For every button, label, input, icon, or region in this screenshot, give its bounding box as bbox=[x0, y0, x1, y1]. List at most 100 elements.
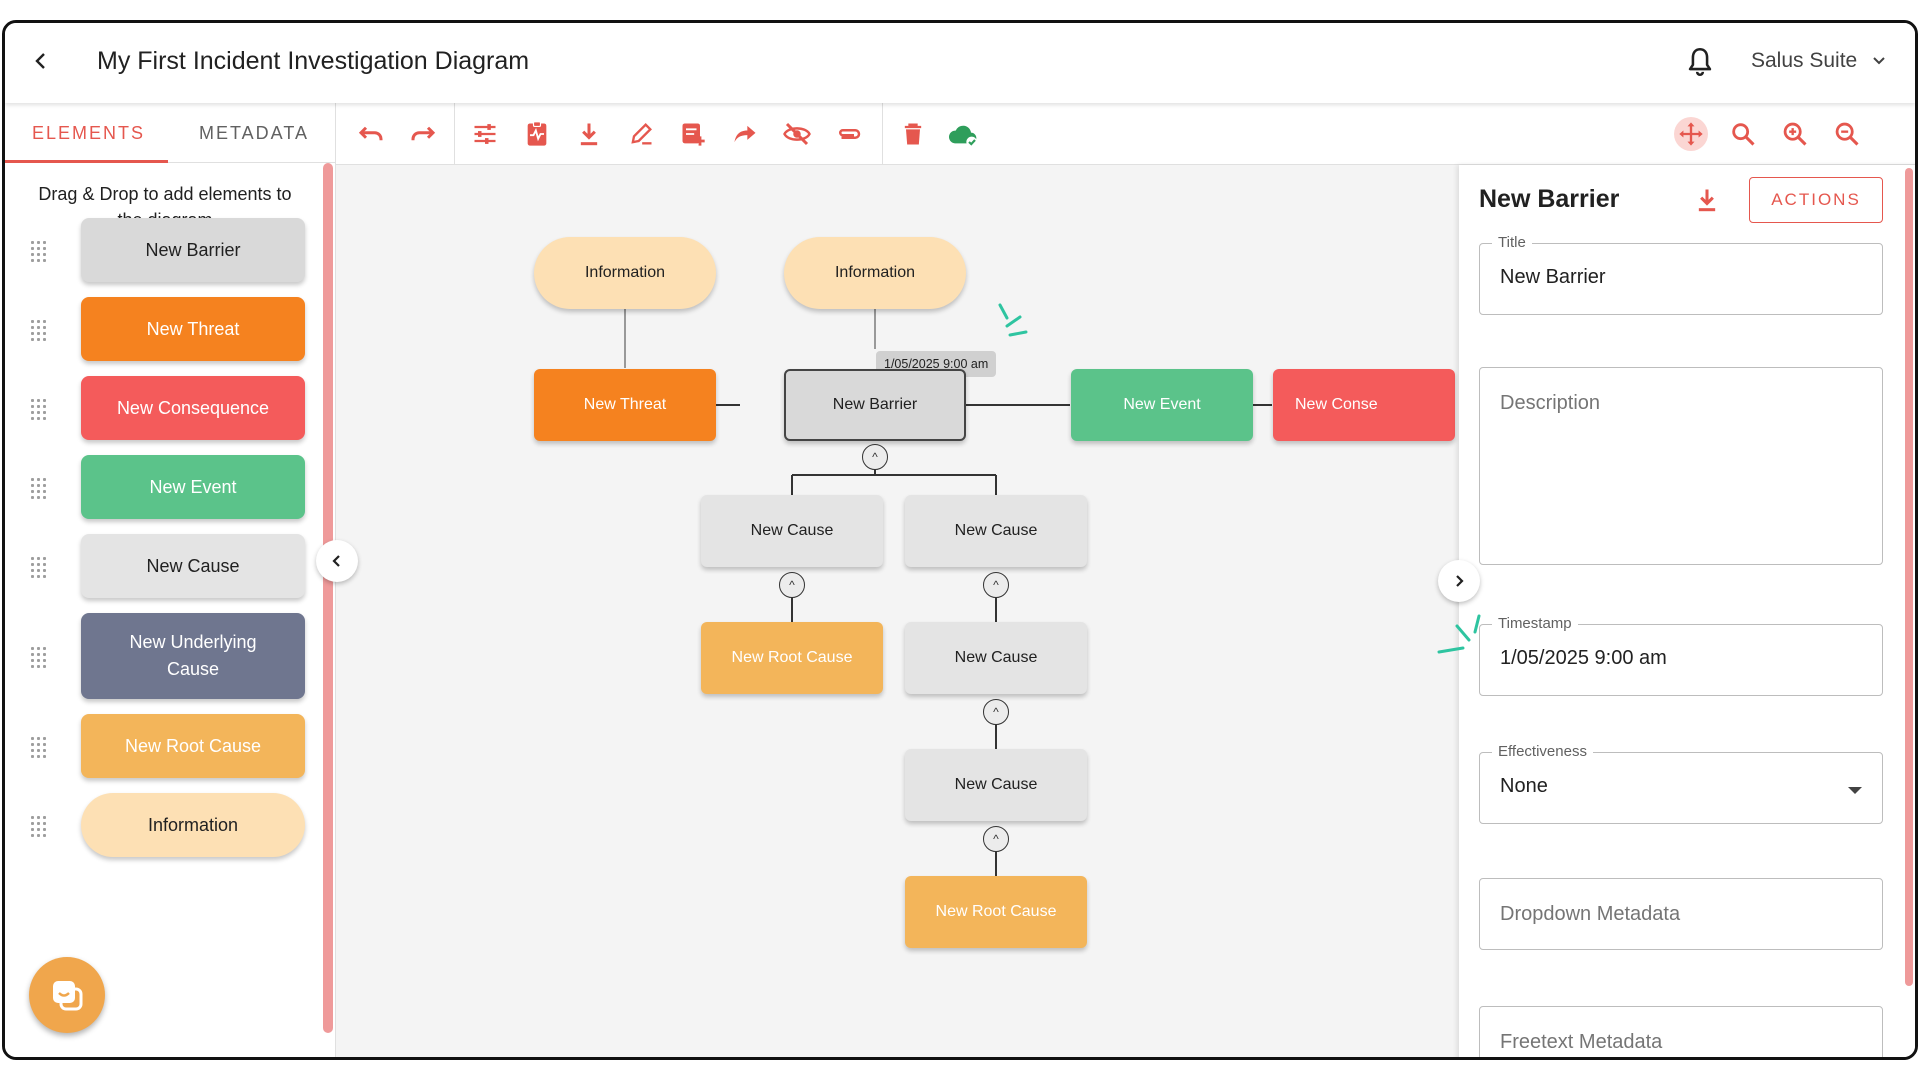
download-button[interactable] bbox=[572, 117, 606, 151]
right-scrollbar[interactable] bbox=[1905, 168, 1913, 986]
timestamp-field-value: 1/05/2025 9:00 am bbox=[1500, 647, 1667, 669]
palette-element-card[interactable]: Information bbox=[81, 793, 305, 857]
properties-panel: New Barrier ACTIONS Title New Barrier De… bbox=[1459, 165, 1915, 1057]
chevron-left-icon bbox=[332, 555, 340, 567]
search-button[interactable] bbox=[1726, 117, 1760, 151]
diagram-canvas[interactable]: Information Information 1/05/2025 9:00 a… bbox=[335, 165, 1459, 1057]
zoom-in-button[interactable] bbox=[1778, 117, 1812, 151]
tab-elements[interactable]: ELEMENTS bbox=[32, 123, 146, 143]
info-node[interactable]: Information bbox=[534, 237, 716, 309]
download-icon bbox=[1698, 189, 1716, 212]
cloud-synced-icon bbox=[948, 125, 977, 148]
threat-node[interactable]: New Threat bbox=[534, 369, 716, 441]
collapse-toggle[interactable]: ^ bbox=[983, 572, 1009, 598]
collapse-left-panel-button[interactable] bbox=[316, 540, 358, 582]
collapse-toggle[interactable]: ^ bbox=[983, 699, 1009, 725]
bell-icon bbox=[1688, 47, 1712, 76]
download-icon bbox=[580, 123, 598, 146]
timestamp-field-label: Timestamp bbox=[1492, 615, 1578, 632]
pan-button[interactable] bbox=[1674, 117, 1708, 151]
barrier-node-selected[interactable]: New Barrier bbox=[784, 369, 966, 441]
dropdown-arrow-icon bbox=[1848, 787, 1862, 794]
effectiveness-select[interactable]: Effectiveness None bbox=[1479, 743, 1883, 824]
dropdown-metadata-field[interactable]: Dropdown Metadata bbox=[1479, 878, 1883, 950]
cause-node[interactable]: New Cause bbox=[905, 495, 1087, 567]
report-button[interactable] bbox=[520, 117, 554, 151]
drag-handle-icon[interactable] bbox=[31, 737, 46, 758]
properties-download-button[interactable] bbox=[1693, 185, 1723, 217]
consequence-node[interactable]: New Conse bbox=[1273, 369, 1455, 441]
add-note-icon bbox=[682, 123, 705, 146]
drag-handle-icon[interactable] bbox=[31, 241, 46, 262]
notifications-button[interactable] bbox=[1683, 45, 1717, 79]
undo-button[interactable] bbox=[354, 117, 388, 151]
redo-button[interactable] bbox=[406, 117, 440, 151]
properties-title: New Barrier bbox=[1479, 185, 1620, 213]
drag-handle-icon[interactable] bbox=[31, 647, 46, 668]
delete-button[interactable] bbox=[896, 117, 930, 151]
root-cause-node[interactable]: New Root Cause bbox=[905, 876, 1087, 948]
add-note-button[interactable] bbox=[676, 117, 710, 151]
palette-element-card[interactable]: New Barrier bbox=[81, 218, 305, 282]
cause-node[interactable]: New Cause bbox=[701, 495, 883, 567]
edit-button[interactable] bbox=[624, 117, 658, 151]
description-field[interactable]: Description bbox=[1479, 367, 1883, 565]
palette-element-card[interactable]: New Threat bbox=[81, 297, 305, 361]
title-field-value: New Barrier bbox=[1500, 266, 1606, 288]
pan-icon bbox=[1679, 122, 1703, 146]
collapse-toggle[interactable]: ^ bbox=[862, 444, 888, 470]
chevron-down-icon bbox=[1873, 57, 1885, 65]
description-placeholder: Description bbox=[1500, 392, 1601, 414]
zoom-in-icon bbox=[1783, 122, 1807, 146]
zoom-out-button[interactable] bbox=[1830, 117, 1864, 151]
collapse-toggle[interactable]: ^ bbox=[779, 572, 805, 598]
panel-tabs: ELEMENTS METADATA bbox=[5, 103, 335, 163]
search-icon bbox=[1732, 123, 1755, 146]
drag-handle-icon[interactable] bbox=[31, 320, 46, 341]
back-button[interactable] bbox=[25, 45, 57, 77]
title-field[interactable]: Title New Barrier bbox=[1479, 234, 1883, 315]
tab-metadata[interactable]: METADATA bbox=[199, 123, 309, 143]
chevron-right-icon bbox=[1456, 575, 1464, 587]
actions-button[interactable]: ACTIONS bbox=[1749, 177, 1883, 223]
redo-icon bbox=[411, 126, 436, 141]
palette-element-card[interactable]: New Root Cause bbox=[81, 714, 305, 778]
account-menu[interactable]: Salus Suite bbox=[1751, 49, 1887, 73]
toolbar-divider bbox=[882, 103, 883, 165]
info-node[interactable]: Information bbox=[784, 237, 966, 309]
cloud-sync-status[interactable] bbox=[946, 117, 980, 151]
cause-node[interactable]: New Cause bbox=[905, 622, 1087, 694]
drag-handle-icon[interactable] bbox=[31, 399, 46, 420]
attach-button[interactable] bbox=[832, 117, 866, 151]
highlight-marks bbox=[998, 303, 1028, 337]
palette-element-card[interactable]: New Event bbox=[81, 455, 305, 519]
hide-button[interactable] bbox=[780, 117, 814, 151]
freetext-metadata-field[interactable]: Freetext Metadata bbox=[1479, 1006, 1883, 1057]
diagram-title: My First Incident Investigation Diagram bbox=[97, 47, 530, 75]
palette-element-card[interactable]: New Underlying Cause bbox=[81, 613, 305, 699]
palette-element-card[interactable]: New Cause bbox=[81, 534, 305, 598]
attach-icon bbox=[839, 129, 861, 139]
drag-handle-icon[interactable] bbox=[31, 557, 46, 578]
drag-handle-icon[interactable] bbox=[31, 816, 46, 837]
timestamp-highlight-marks bbox=[1437, 614, 1481, 654]
report-icon bbox=[527, 121, 547, 146]
freetext-metadata-placeholder: Freetext Metadata bbox=[1500, 1031, 1663, 1053]
palette-element-card[interactable]: New Consequence bbox=[81, 376, 305, 440]
title-field-label: Title bbox=[1492, 234, 1532, 251]
left-scrollbar[interactable] bbox=[323, 163, 333, 1033]
delete-icon bbox=[904, 123, 922, 145]
share-button[interactable] bbox=[728, 117, 762, 151]
root-cause-node[interactable]: New Root Cause bbox=[701, 622, 883, 694]
collapse-right-panel-button[interactable] bbox=[1438, 560, 1480, 602]
event-node[interactable]: New Event bbox=[1071, 369, 1253, 441]
app-header: My First Incident Investigation Diagram … bbox=[5, 23, 1915, 103]
tune-button[interactable] bbox=[468, 117, 502, 151]
collapse-toggle[interactable]: ^ bbox=[983, 826, 1009, 852]
help-chat-button[interactable] bbox=[29, 957, 105, 1033]
cause-node[interactable]: New Cause bbox=[905, 749, 1087, 821]
tune-icon bbox=[474, 124, 496, 144]
timestamp-field[interactable]: Timestamp 1/05/2025 9:00 am bbox=[1479, 615, 1883, 696]
drag-handle-icon[interactable] bbox=[31, 478, 46, 499]
chevron-left-icon bbox=[35, 53, 45, 69]
